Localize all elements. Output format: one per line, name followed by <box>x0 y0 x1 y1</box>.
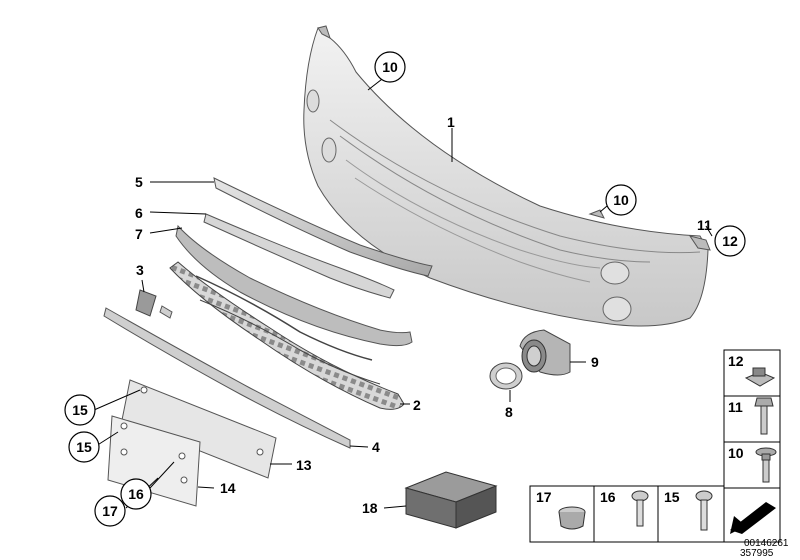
callout-3: 3 <box>136 262 144 278</box>
svg-text:12: 12 <box>728 353 744 369</box>
diagram-code: 00146261 357995 <box>740 538 789 559</box>
callout-6: 6 <box>135 205 143 221</box>
callout-1: 1 <box>447 114 455 130</box>
callout-13: 13 <box>296 457 312 473</box>
callout-15-lower: 15 <box>68 431 100 463</box>
svg-text:2: 2 <box>413 397 421 413</box>
callout-14: 14 <box>220 480 236 496</box>
fog-lamp-ring-8 <box>489 362 523 390</box>
callout-16: 16 <box>120 478 152 510</box>
trim-strip-5 <box>213 177 433 277</box>
svg-text:16: 16 <box>600 489 616 505</box>
svg-text:13: 13 <box>296 457 312 473</box>
trim-strip-6 <box>203 213 395 299</box>
fog-lamp-bezel-9 <box>519 329 571 376</box>
svg-text:17: 17 <box>536 489 552 505</box>
callout-2: 2 <box>413 397 421 413</box>
svg-text:10: 10 <box>728 445 744 461</box>
flange-screw-icon <box>755 447 777 483</box>
svg-text:00146261: 00146261 <box>744 538 789 549</box>
svg-text:9: 9 <box>591 354 599 370</box>
svg-text:4: 4 <box>372 439 380 455</box>
svg-text:15: 15 <box>72 402 88 418</box>
phillips-screw-icon <box>695 490 713 531</box>
parts-box-18 <box>404 471 498 529</box>
svg-text:11: 11 <box>697 217 712 233</box>
callout-7: 7 <box>135 226 143 242</box>
callout-15-upper: 15 <box>64 394 96 426</box>
arrow-icon <box>730 502 776 534</box>
svg-text:10: 10 <box>382 59 398 75</box>
svg-text:17: 17 <box>102 503 118 519</box>
svg-text:16: 16 <box>128 486 144 502</box>
license-plate-base-13 <box>121 379 277 479</box>
lower-trim-strip-4 <box>103 307 351 449</box>
callout-4: 4 <box>372 439 380 455</box>
svg-text:15: 15 <box>76 439 92 455</box>
grille-frame-7 <box>175 224 413 347</box>
callout-10-right: 10 <box>605 184 637 216</box>
svg-text:14: 14 <box>220 480 236 496</box>
legend-bottom: 17 16 15 <box>529 485 781 543</box>
svg-text:1: 1 <box>447 114 455 130</box>
callout-8: 8 <box>505 404 513 420</box>
clip-nut-icon <box>744 367 776 387</box>
front-bumper-cover <box>303 25 711 327</box>
hex-bolt-icon <box>754 397 774 435</box>
svg-text:3: 3 <box>136 262 144 278</box>
callout-11: 11 <box>697 217 712 233</box>
svg-text:12: 12 <box>722 233 738 249</box>
callout-12: 12 <box>714 225 746 257</box>
svg-text:6: 6 <box>135 205 143 221</box>
callout-10-top: 10 <box>374 51 406 83</box>
svg-text:357995: 357995 <box>740 548 774 559</box>
svg-text:18: 18 <box>362 500 378 516</box>
svg-text:15: 15 <box>664 489 680 505</box>
callout-18: 18 <box>362 500 378 516</box>
phillips-screw-icon <box>631 490 649 527</box>
svg-text:8: 8 <box>505 404 513 420</box>
svg-text:11: 11 <box>728 399 743 415</box>
svg-text:10: 10 <box>613 192 629 208</box>
callout-9: 9 <box>591 354 599 370</box>
grille-clip-3 <box>135 289 173 319</box>
callout-5: 5 <box>135 174 143 190</box>
cap-plug-icon <box>558 506 586 530</box>
svg-text:7: 7 <box>135 226 143 242</box>
svg-text:5: 5 <box>135 174 143 190</box>
legend-right: 12 11 10 <box>723 349 781 489</box>
callout-17: 17 <box>94 495 126 527</box>
center-grille-2 <box>169 261 405 410</box>
